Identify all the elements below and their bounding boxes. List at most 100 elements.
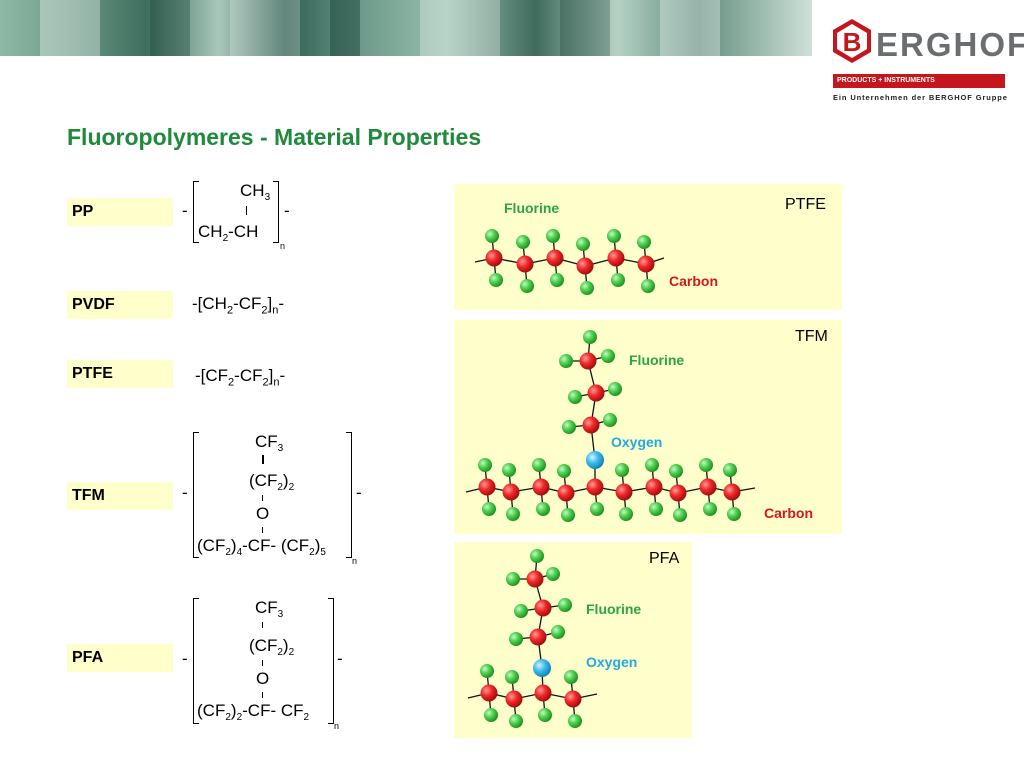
carbon-atom <box>534 684 552 702</box>
fluorine-atom <box>562 420 576 434</box>
carbon-atom <box>502 483 520 501</box>
fluorine-atom <box>546 567 560 581</box>
carbon-atom <box>480 684 498 702</box>
fluorine-atom <box>673 508 687 522</box>
carbon-atom <box>485 249 503 267</box>
ptfe-fluorine-label: Fluorine <box>504 200 560 216</box>
tfm-fluorine-label: Fluorine <box>629 352 685 368</box>
fluorine-atom <box>568 390 582 404</box>
fluorine-atom <box>485 229 499 243</box>
header-photo-banner <box>0 0 812 56</box>
fluorine-atom <box>590 502 604 516</box>
fluorine-atom <box>723 463 737 477</box>
fluorine-atom <box>551 625 565 639</box>
fluorine-atom <box>608 382 622 396</box>
fluorine-atom <box>489 273 503 287</box>
carbon-atom <box>478 478 496 496</box>
carbon-atom <box>723 483 741 501</box>
fluorine-atom <box>558 598 572 612</box>
fluorine-atom <box>514 604 528 618</box>
pfa-oxygen-label: Oxygen <box>586 654 638 670</box>
carbon-atom <box>534 599 552 617</box>
carbon-atom <box>582 416 600 434</box>
carbon-atom <box>505 690 523 708</box>
panel-pfa-title: PFA <box>649 550 680 567</box>
fluorine-atom <box>502 463 516 477</box>
oxygen-atom <box>533 659 551 677</box>
fluorine-atom <box>615 463 629 477</box>
carbon-atom <box>532 478 550 496</box>
logo-tagline: PRODUCTS + INSTRUMENTS <box>833 74 1005 88</box>
fluorine-atom <box>538 708 552 722</box>
carbon-atom <box>637 255 655 273</box>
fluorine-atom <box>583 330 597 344</box>
carbon-atom <box>699 478 717 496</box>
fluorine-atom <box>506 572 520 586</box>
carbon-atom <box>516 255 534 273</box>
label-tfm: TFM <box>67 482 173 510</box>
fluorine-atom <box>603 413 617 427</box>
carbon-atom <box>546 249 564 267</box>
fluorine-atom <box>727 507 741 521</box>
panel-tfm-title: TFM <box>795 328 828 345</box>
fluorine-atom <box>641 279 655 293</box>
fluorine-atom <box>484 708 498 722</box>
formula-pvdf: -[CH2-CF2]n- <box>192 294 285 317</box>
label-ptfe: PTFE <box>67 360 173 388</box>
fluorine-atom <box>568 714 582 728</box>
fluorine-atom <box>550 273 564 287</box>
fluorine-atom <box>637 235 651 249</box>
panel-ptfe-title: PTFE <box>785 196 826 213</box>
fluorine-atom <box>478 458 492 472</box>
fluorine-atom <box>520 279 534 293</box>
fluorine-atom <box>480 664 494 678</box>
fluorine-atom <box>516 235 530 249</box>
fluorine-atom <box>536 502 550 516</box>
carbon-atom <box>669 484 687 502</box>
tfm-oxygen-label: Oxygen <box>611 434 663 450</box>
fluorine-atom <box>506 507 520 521</box>
fluorine-atom <box>505 670 519 684</box>
carbon-atom <box>586 478 604 496</box>
fluorine-atom <box>649 502 663 516</box>
tfm-carbon-label: Carbon <box>764 505 813 521</box>
fluorine-atom <box>509 714 523 728</box>
ptfe-carbon-label: Carbon <box>669 273 718 289</box>
carbon-atom <box>564 690 582 708</box>
fluorine-atom <box>601 349 615 363</box>
fluorine-atom <box>699 458 713 472</box>
fluorine-atom <box>580 281 594 295</box>
label-pfa: PFA <box>67 644 173 672</box>
carbon-atom <box>615 483 633 501</box>
carbon-atom <box>645 478 663 496</box>
page-title: Fluoropolymeres - Material Properties <box>67 124 482 150</box>
berghof-hexagon-logo-icon: B <box>833 19 871 63</box>
fluorine-atom <box>564 670 578 684</box>
oxygen-atom <box>586 451 604 469</box>
panel-tfm <box>454 320 842 534</box>
carbon-atom <box>526 570 544 588</box>
fluorine-atom <box>482 502 496 516</box>
label-pp: PP <box>67 198 173 226</box>
fluorine-atom <box>561 508 575 522</box>
carbon-atom <box>557 484 575 502</box>
fluorine-atom <box>559 354 573 368</box>
logo-subtitle: Ein Unternehmen der BERGHOF Gruppe <box>833 93 1008 102</box>
carbon-atom <box>607 249 625 267</box>
fluorine-atom <box>532 458 546 472</box>
fluorine-atom <box>645 458 659 472</box>
fluorine-atom <box>607 229 621 243</box>
fluorine-atom <box>703 502 717 516</box>
carbon-atom <box>587 384 605 402</box>
pfa-fluorine-label: Fluorine <box>586 601 642 617</box>
fluorine-atom <box>576 237 590 251</box>
fluorine-atom <box>546 229 560 243</box>
fluorine-atom <box>669 464 683 478</box>
carbon-atom <box>576 257 594 275</box>
carbon-atom <box>579 352 597 370</box>
logo-wordmark: ERGHOF <box>876 26 1024 63</box>
carbon-atom <box>529 628 547 646</box>
fluorine-atom <box>619 507 633 521</box>
fluorine-atom <box>509 632 523 646</box>
